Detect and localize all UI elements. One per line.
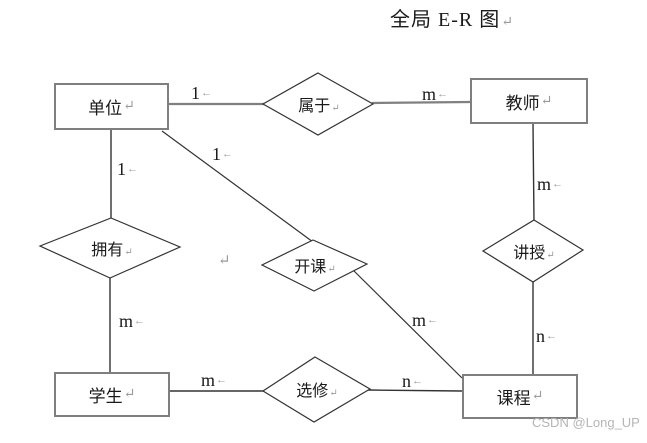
relationship-owns-label: 拥有 xyxy=(91,242,124,259)
diamond-offers-shape xyxy=(260,239,369,292)
cardinality-value: m xyxy=(412,310,427,330)
diamond-teaches-shape xyxy=(481,219,585,283)
entity-course: 课程↵ xyxy=(462,374,578,419)
paragraph-mark: ↵ xyxy=(331,103,340,114)
cardinality-value: 1 xyxy=(117,159,126,179)
relationship-elective: 选修↵ xyxy=(296,377,337,401)
entity-student: 学生↵ xyxy=(54,372,170,417)
cardinality-student-elective: m← xyxy=(201,370,228,391)
line-break-mark: ← xyxy=(427,314,439,326)
cardinality-value: 1 xyxy=(212,144,221,164)
entity-teacher-label: 教师 xyxy=(505,93,540,113)
connector-elective-course xyxy=(367,389,463,392)
line-break-mark: ← xyxy=(134,315,146,327)
cardinality-unit-offers: 1← xyxy=(212,144,233,165)
relationship-offers: 开课↵ xyxy=(294,253,335,277)
paragraph-mark: ↵ xyxy=(124,247,133,258)
cardinality-teaches-course: n← xyxy=(536,326,557,347)
connector-offers-course xyxy=(349,266,463,379)
line-break-mark: ← xyxy=(412,375,423,387)
stray-paragraph-mark: ↵ xyxy=(218,253,231,269)
entity-course-label: 课程 xyxy=(496,389,531,408)
cardinality-unit-belongs-to: 1← xyxy=(191,83,212,104)
cardinality-value: m xyxy=(119,311,134,331)
line-break-mark: ← xyxy=(216,374,228,386)
line-break-mark: ← xyxy=(546,330,557,342)
line-break-mark: ← xyxy=(127,163,138,175)
relationship-teaches: 讲授↵ xyxy=(513,239,554,263)
cardinality-value: m xyxy=(422,84,437,104)
paragraph-mark: ↵ xyxy=(327,264,336,275)
connector-belongs-to-teacher xyxy=(371,100,471,105)
page-title: 全局 E-R 图↵ xyxy=(390,3,514,32)
cardinality-value: m xyxy=(537,174,552,194)
connector-unit-offers xyxy=(161,130,314,243)
entity-unit-label: 单位 xyxy=(88,99,123,118)
relationship-teaches-label: 讲授 xyxy=(513,245,546,262)
diamond-belongs-to-shape xyxy=(261,72,375,136)
paragraph-mark: ↵ xyxy=(531,389,544,404)
line-break-mark: ← xyxy=(222,148,233,160)
relationship-elective-label: 选修 xyxy=(296,383,329,400)
cardinality-belongs-to-teacher: m← xyxy=(422,84,449,105)
page-title-text: 全局 E-R 图 xyxy=(390,9,501,31)
cardinality-offers-course: m← xyxy=(412,310,439,331)
line-break-mark: ← xyxy=(437,88,449,100)
line-break-mark: ← xyxy=(552,178,564,190)
csdn-watermark: CSDN @Long_UP xyxy=(532,415,640,430)
cardinality-value: n xyxy=(402,371,411,391)
entity-student-label: 学生 xyxy=(88,387,123,406)
cardinality-value: 1 xyxy=(191,83,200,103)
entity-unit: 单位↵ xyxy=(54,83,169,130)
entity-teacher: 教师↵ xyxy=(470,78,588,124)
paragraph-mark: ↵ xyxy=(540,93,553,109)
line-break-mark: ← xyxy=(201,87,212,99)
relationship-owns: 拥有↵ xyxy=(91,236,132,260)
cardinality-elective-course: n← xyxy=(402,371,423,392)
paragraph-mark: ↵ xyxy=(329,388,338,399)
paragraph-mark: ↵ xyxy=(123,387,136,402)
cardinality-value: n xyxy=(536,326,545,346)
paragraph-mark: ↵ xyxy=(123,99,135,114)
relationship-belongs-to: 属于↵ xyxy=(298,92,339,116)
relationship-belongs-to-label: 属于 xyxy=(298,98,331,115)
cardinality-teacher-teaches: m← xyxy=(537,174,564,195)
cardinality-unit-owns: 1← xyxy=(117,159,138,180)
cardinality-owns-student: m← xyxy=(119,311,146,332)
cardinality-value: m xyxy=(201,370,216,390)
paragraph-mark: ↵ xyxy=(546,250,555,261)
relationship-offers-label: 开课 xyxy=(294,259,327,276)
paragraph-mark: ↵ xyxy=(501,15,514,30)
diamond-owns-shape xyxy=(38,217,182,279)
connector-teacher-teaches xyxy=(532,123,535,223)
diamond-elective-shape xyxy=(261,356,372,423)
